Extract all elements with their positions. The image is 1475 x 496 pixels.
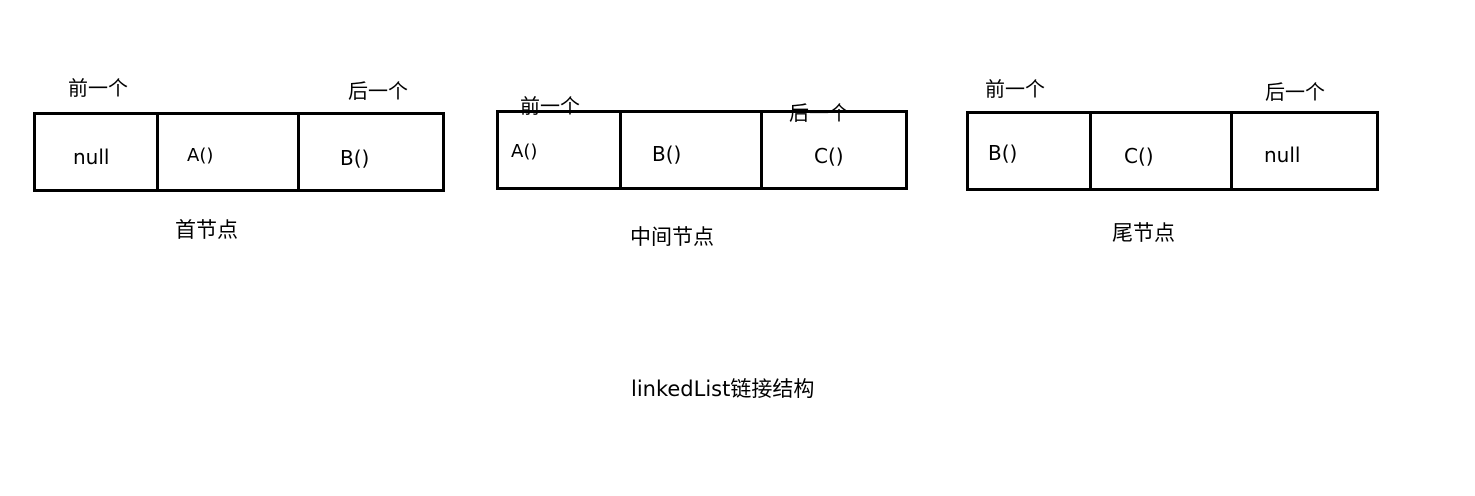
middle-node-prev-value: A() (511, 141, 538, 162)
tail-node-prev-label: 前一个 (985, 77, 1045, 101)
middle-node-box: A() B() C() (496, 110, 908, 190)
tail-node-data-value: C() (1124, 144, 1154, 168)
head-node-next-value: B() (340, 146, 370, 170)
head-node-data-value: A() (187, 145, 214, 166)
middle-node-caption: 中间节点 (630, 225, 714, 249)
head-node-cell-next: B() (300, 115, 442, 189)
middle-node-cell-data: B() (622, 113, 763, 187)
head-node-cell-prev: null (36, 115, 159, 189)
tail-node-box: B() C() null (966, 111, 1379, 191)
middle-node-cell-next: C() (763, 113, 905, 187)
middle-node-data-value: B() (652, 142, 682, 166)
tail-node-next-value: null (1264, 143, 1301, 167)
middle-node-next-label: 后一个 (789, 101, 849, 125)
tail-node-caption: 尾节点 (1112, 221, 1175, 245)
tail-node-cell-prev: B() (969, 114, 1092, 188)
head-node-caption: 首节点 (175, 218, 238, 242)
head-node-box: null A() B() (33, 112, 445, 192)
head-node-prev-value: null (73, 145, 110, 169)
tail-node-cell-next: null (1233, 114, 1376, 188)
tail-node-cell-data: C() (1092, 114, 1233, 188)
diagram-title: linkedList链接结构 (631, 377, 815, 401)
head-node-prev-label: 前一个 (68, 76, 128, 100)
tail-node-prev-value: B() (988, 141, 1018, 165)
head-node-cell-data: A() (159, 115, 300, 189)
middle-node-prev-label: 前一个 (520, 94, 580, 118)
middle-node-next-value: C() (814, 144, 844, 168)
middle-node-cell-prev: A() (499, 113, 622, 187)
head-node-next-label: 后一个 (348, 79, 408, 103)
tail-node-next-label: 后一个 (1265, 80, 1325, 104)
